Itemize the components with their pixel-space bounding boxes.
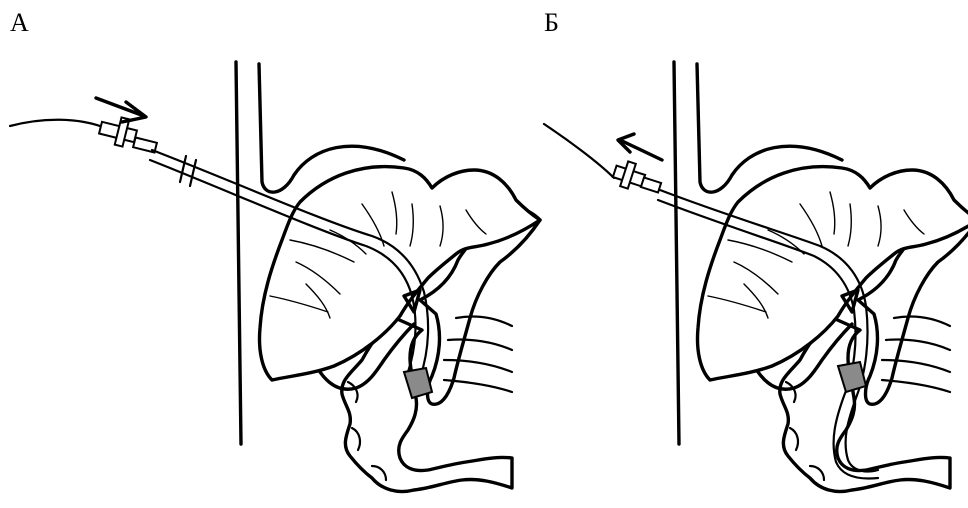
panel-a-illustration <box>10 62 540 492</box>
catheter-hub-b <box>613 161 661 192</box>
panel-b-illustration <box>544 62 968 492</box>
break-mark-a-2 <box>190 160 196 186</box>
arrow-left-icon <box>618 134 662 160</box>
catheter-hub-a <box>99 117 157 152</box>
break-mark-a-1 <box>180 156 186 182</box>
guide-wire-b <box>544 124 614 178</box>
guide-wire-a <box>10 120 110 130</box>
